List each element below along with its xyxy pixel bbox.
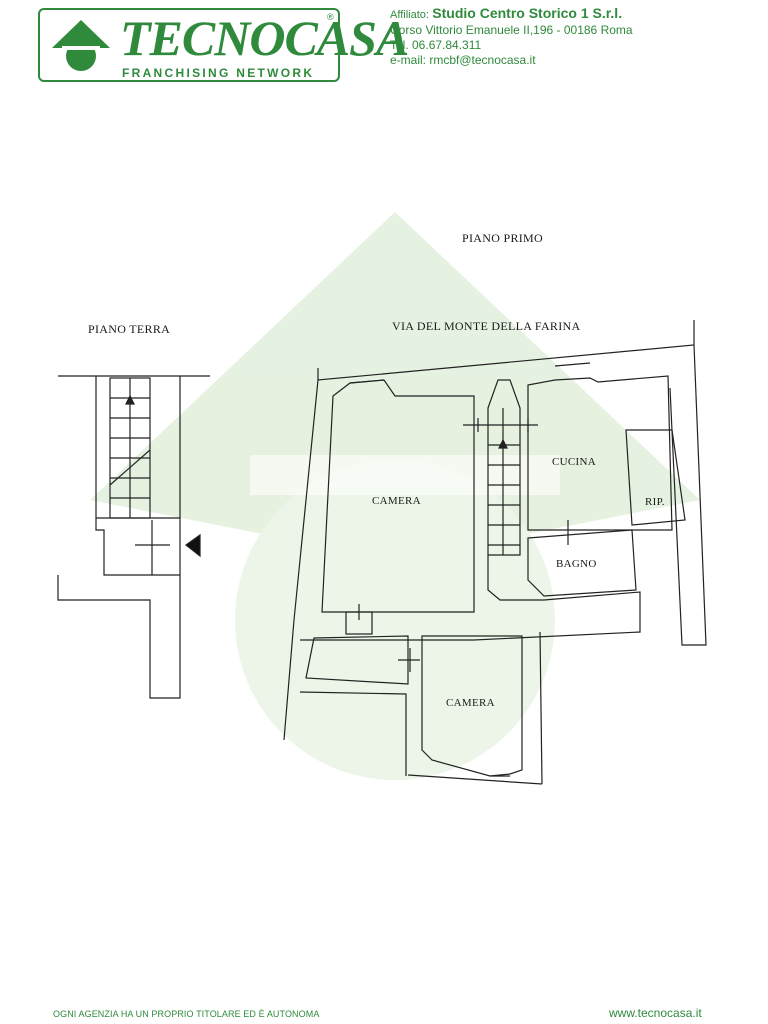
room-bagno: BAGNO xyxy=(556,558,597,570)
brand-tagline: FRANCHISING NETWORK xyxy=(122,66,315,80)
footer-website: www.tecnocasa.it xyxy=(609,1006,702,1020)
room-camera-1: CAMERA xyxy=(372,495,421,507)
brand-logo: TECNOCASA ® FRANCHISING NETWORK xyxy=(38,8,409,82)
tecnocasa-watermark xyxy=(90,212,700,780)
plan-walls xyxy=(57,320,707,785)
street-name: VIA DEL MONTE DELLA FARINA xyxy=(392,319,581,333)
affiliate-label: Affiliato: xyxy=(390,9,429,21)
room-ripostiglio: RIP. xyxy=(645,496,665,508)
contact-block: Affiliato: Studio Centro Storico 1 S.r.l… xyxy=(390,6,633,68)
brand-name: TECNOCASA xyxy=(120,10,409,66)
house-logo-icon xyxy=(52,20,110,71)
upper-floor-title: PIANO PRIMO xyxy=(462,231,543,245)
affiliate-line: Affiliato: Studio Centro Storico 1 S.r.l… xyxy=(390,6,633,23)
room-camera-2: CAMERA xyxy=(446,697,495,709)
address: Corso Vittorio Emanuele II,196 - 00186 R… xyxy=(390,23,633,37)
footer-disclaimer: OGNI AGENZIA HA UN PROPRIO TITOLARE ED È… xyxy=(53,1009,320,1019)
email: e-mail: rmcbf@tecnocasa.it xyxy=(390,53,536,67)
registered-mark: ® xyxy=(327,12,334,22)
phone: Tel. 06.67.84.311 xyxy=(390,38,482,52)
ground-floor-title: PIANO TERRA xyxy=(88,322,171,336)
affiliate-name: Studio Centro Storico 1 S.r.l. xyxy=(432,5,623,21)
room-cucina: CUCINA xyxy=(552,456,596,468)
